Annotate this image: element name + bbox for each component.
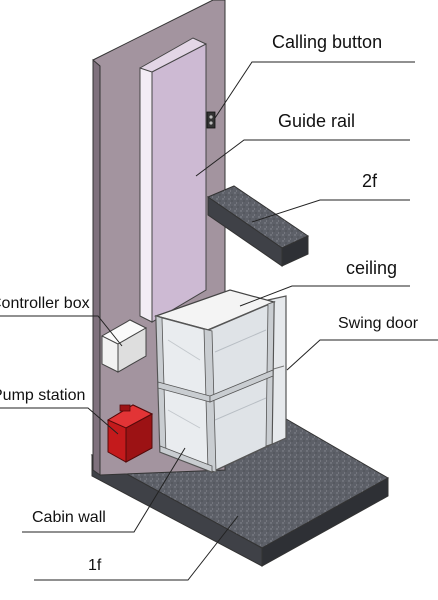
leader-2f	[251, 199, 410, 223]
calling-button	[206, 111, 216, 129]
label-guide-rail: Guide rail	[278, 111, 356, 131]
leader-controller-box	[0, 315, 123, 347]
leader-cabin-wall	[22, 447, 186, 533]
cabin	[153, 289, 276, 474]
leader-ceiling	[239, 285, 410, 307]
leader-lines	[0, 61, 438, 581]
leader-calling-button	[214, 61, 415, 119]
pump-station	[106, 404, 154, 463]
leader-pump-station	[0, 407, 119, 435]
leader-guide-rail	[195, 139, 410, 177]
controller-box	[100, 319, 148, 373]
label-calling-button: Calling button	[272, 32, 383, 52]
label-controller-box: Controller box	[0, 295, 90, 312]
floor-2f-slab	[206, 185, 310, 267]
guide-rail	[139, 37, 207, 323]
leader-swing-door	[286, 339, 438, 371]
label-pump-station: Pump station	[0, 387, 86, 404]
label-cabin-wall: Cabin wall	[32, 509, 106, 526]
label-1f: 1f	[88, 557, 102, 574]
label-ceiling: ceiling	[346, 258, 398, 278]
label-swing-door: Swing door	[338, 315, 419, 332]
leader-1f	[34, 515, 239, 581]
label-2f: 2f	[362, 171, 378, 191]
